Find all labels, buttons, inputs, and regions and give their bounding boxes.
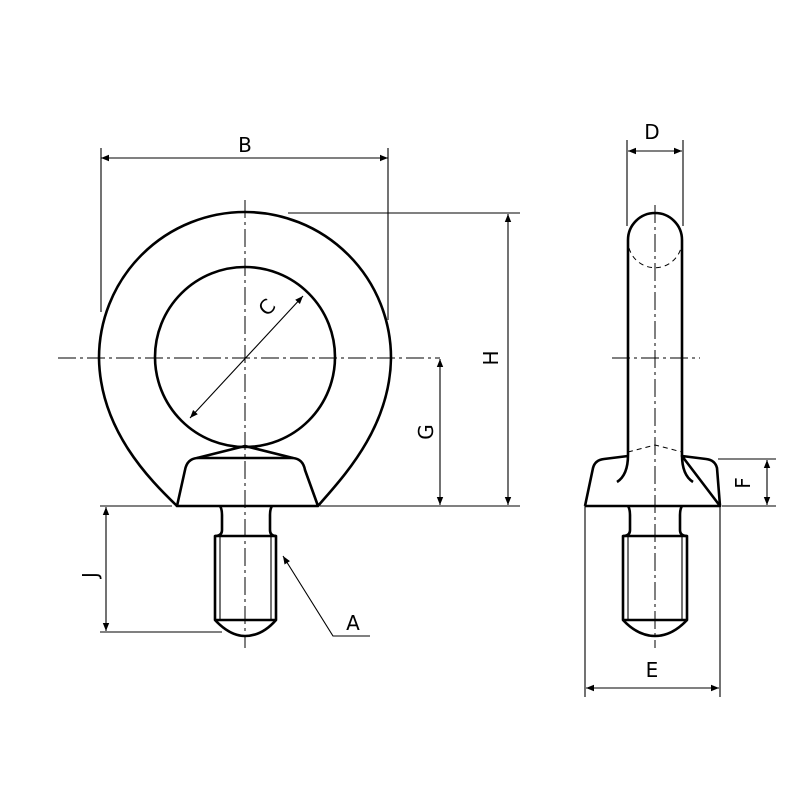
dimension-B: B [100,133,389,320]
dimension-E: E [584,506,721,697]
label-B: B [238,133,252,157]
label-A: A [346,611,360,635]
dimension-C: C [189,294,304,419]
dimension-D: D [626,120,684,226]
label-H: H [479,350,503,365]
side-view [583,205,722,648]
dimension-H: H [288,212,520,507]
front-view [58,200,440,648]
label-J: J [78,572,102,580]
dimension-J: J [78,505,222,633]
collar [175,456,320,508]
label-F: F [731,477,755,489]
label-D: D [644,120,659,144]
label-E: E [646,658,659,682]
collar-side [583,454,722,508]
dimension-F: F [718,458,776,507]
dimension-G: G [414,359,444,505]
label-C: C [253,294,280,321]
label-G: G [414,424,438,440]
leader-A: A [282,555,370,637]
